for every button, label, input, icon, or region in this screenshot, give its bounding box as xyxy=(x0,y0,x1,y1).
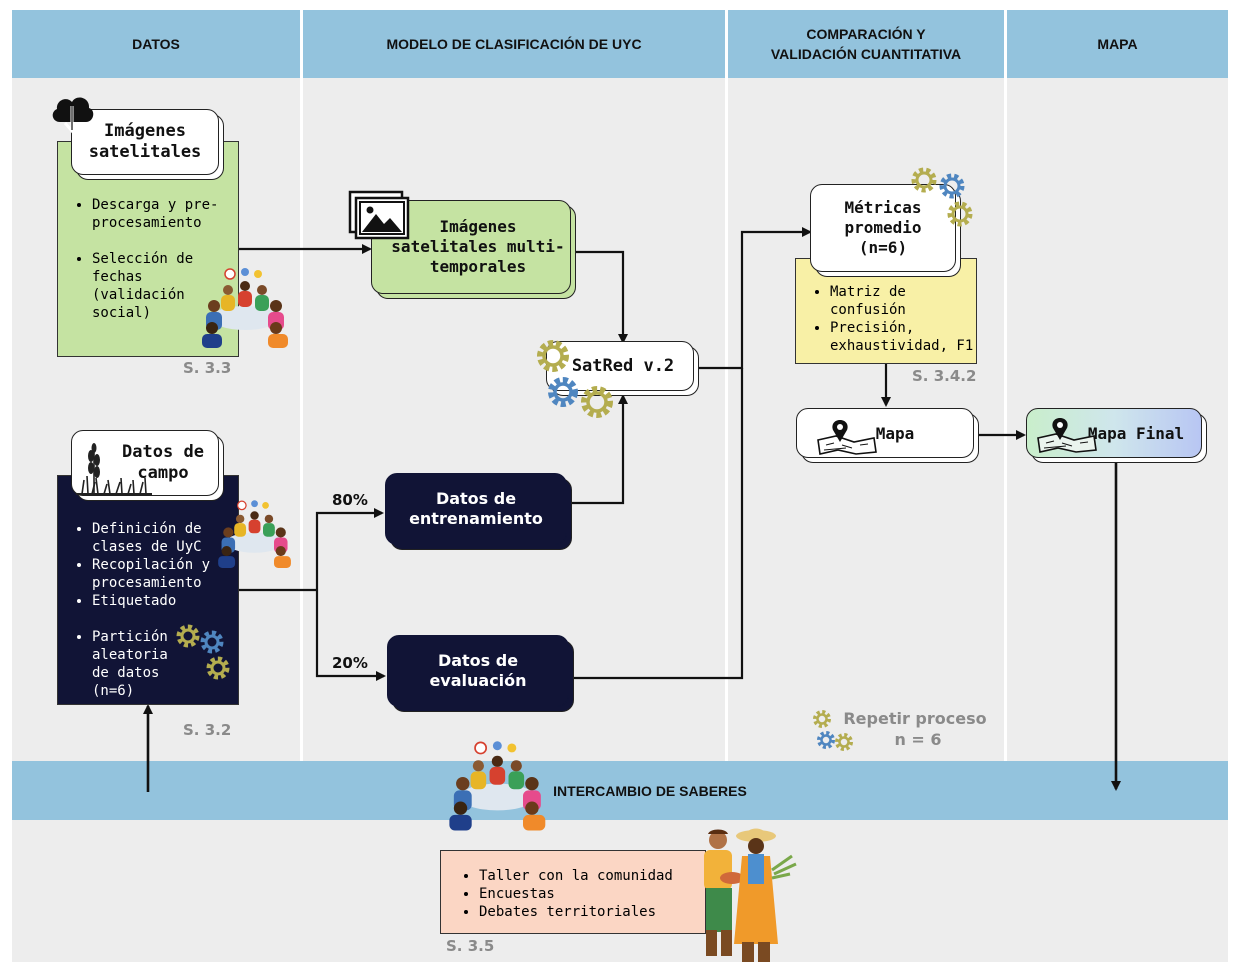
imagenes-title-line1: Imágenes xyxy=(104,121,186,141)
metricas-section-ref: S. 3.4.2 xyxy=(912,367,977,385)
gear-icon xyxy=(911,167,973,227)
people-meeting-icon xyxy=(218,500,291,568)
arrow-to-entrenamiento xyxy=(315,508,384,590)
column-header-modelo: MODELO DE CLASIFICACIÓN DE UYC xyxy=(303,10,725,78)
grass-icon xyxy=(76,443,152,495)
percent-evaluacion: 20% xyxy=(332,654,368,672)
metricas-line1: Métricas xyxy=(844,198,922,217)
imagenes-section-ref: S. 3.3 xyxy=(183,359,232,377)
saberes-panel: Taller con la comunidad Encuestas Debate… xyxy=(440,850,706,934)
mapa-label: Mapa xyxy=(875,423,915,443)
band-intercambio-saberes-label: INTERCAMBIO DE SABERES xyxy=(553,782,747,799)
repetir-proceso: Repetir proceso n = 6 xyxy=(840,708,990,750)
evaluacion-line2: evaluación xyxy=(429,671,527,690)
cloud-download-icon xyxy=(52,97,94,134)
map-pin-icon xyxy=(1037,418,1097,453)
campo-title-line1: Datos de xyxy=(122,442,204,462)
imagenes-item-2: Selección de fechas (validación social) xyxy=(92,250,242,322)
entrenamiento-line2: entrenamiento xyxy=(409,509,543,528)
multitemporal-line2: satelitales multi- xyxy=(391,237,565,256)
campo-title-line2: campo xyxy=(137,463,189,483)
campo-item-2: Recopilación y procesamiento xyxy=(92,556,244,592)
saberes-item-3: Debates territoriales xyxy=(479,903,719,921)
people-meeting-icon xyxy=(202,268,288,348)
entrenamiento-box: Datos de entrenamiento xyxy=(385,473,567,545)
saberes-item-1: Taller con la comunidad xyxy=(479,867,719,885)
evaluacion-line1: Datos de xyxy=(437,651,519,670)
metricas-item-2: Precisión, exhaustividad, F1 xyxy=(830,319,990,355)
column-header-mapa: MAPA xyxy=(1007,10,1228,78)
imagenes-satelitales-title: Imágenes satelitales xyxy=(71,109,219,175)
band-intercambio-saberes: INTERCAMBIO DE SABERES xyxy=(12,761,1228,820)
column-header-comparacion-line1: COMPARACIÓN Y xyxy=(806,26,926,42)
satred-label: SatRed v.2 xyxy=(571,356,675,376)
column-header-datos: DATOS xyxy=(12,10,300,78)
satred-box: SatRed v.2 xyxy=(546,341,694,391)
arrow-multitemporal-to-satred xyxy=(575,250,628,344)
column-header-modelo-label: MODELO DE CLASIFICACIÓN DE UYC xyxy=(386,36,642,52)
entrenamiento-line1: Datos de xyxy=(435,489,517,508)
arrow-to-evaluacion xyxy=(315,590,386,681)
column-header-comparacion: COMPARACIÓN Y VALIDACIÓN CUANTITATIVA xyxy=(728,10,1004,78)
people-meeting-icon xyxy=(449,741,546,831)
imagenes-satelitales-list: Descarga y pre-procesamiento Selección d… xyxy=(70,196,242,322)
arrow-entrenamiento-to-satred xyxy=(570,394,628,505)
mapa-final-label: Mapa Final xyxy=(1087,423,1185,443)
percent-entrenamiento: 80% xyxy=(332,491,368,509)
line-evaluacion-to-metricas xyxy=(573,368,744,680)
datos-campo-list: Definición de clases de UyC Recopilación… xyxy=(70,520,244,700)
metricas-title: Métricas promedio (n=6) xyxy=(810,184,956,272)
multitemporal-line3: temporales xyxy=(429,257,527,276)
column-header-datos-label: DATOS xyxy=(132,36,180,52)
campo-item-3: Etiquetado xyxy=(92,592,244,610)
column-header-comparacion-line2: VALIDACIÓN CUANTITATIVA xyxy=(770,46,962,62)
metricas-item-1: Matriz de confusión xyxy=(830,283,990,319)
farmers-icon xyxy=(704,828,797,962)
saberes-item-2: Encuestas xyxy=(479,885,719,903)
metricas-line2: promedio xyxy=(844,218,922,237)
multitemporal-line1: Imágenes xyxy=(439,217,517,236)
image-gallery-icon xyxy=(348,190,410,240)
saberes-list: Taller con la comunidad Encuestas Debate… xyxy=(457,867,719,921)
mapa-final-box: Mapa Final xyxy=(1026,408,1202,458)
metricas-line3: (n=6) xyxy=(858,238,908,257)
evaluacion-box: Datos de evaluación xyxy=(387,635,569,707)
repetir-line2: n = 6 xyxy=(894,730,942,749)
arrow-satred-to-metricas xyxy=(698,227,812,370)
imagenes-item-1: Descarga y pre-procesamiento xyxy=(92,196,242,232)
column-header-mapa-label: MAPA xyxy=(1097,36,1138,52)
imagenes-title-line2: satelitales xyxy=(88,142,202,162)
campo-section-ref: S. 3.2 xyxy=(183,721,232,739)
gear-icon xyxy=(813,710,853,751)
metricas-list: Matriz de confusión Precisión, exhaustiv… xyxy=(808,283,990,355)
gear-icon xyxy=(176,624,230,680)
campo-item-1: Definición de clases de UyC xyxy=(92,520,244,556)
campo-item-4: Partición aleatoria de datos (n=6) xyxy=(92,628,192,700)
repetir-line1: Repetir proceso xyxy=(843,709,987,728)
map-pin-icon xyxy=(817,420,877,455)
saberes-section-ref: S. 3.5 xyxy=(446,937,495,955)
gear-icon xyxy=(537,340,613,418)
